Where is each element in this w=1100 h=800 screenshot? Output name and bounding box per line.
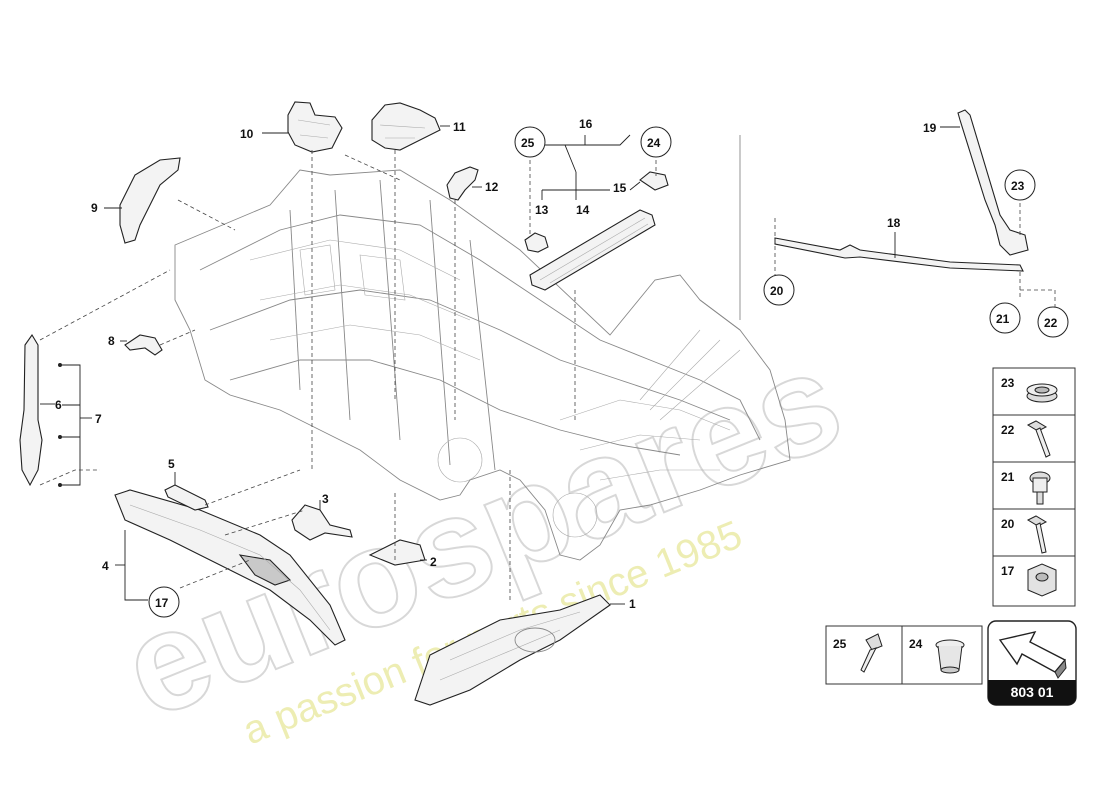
part-bracket-8: 8 bbox=[108, 334, 163, 356]
flange-bolt-icon bbox=[1029, 471, 1051, 505]
circled-callouts: 17 20 21 22 23 24 25 bbox=[148, 126, 1069, 618]
legend-label-17: 17 bbox=[1001, 564, 1015, 578]
callout-10: 10 bbox=[240, 127, 254, 141]
reference-code: 803 01 bbox=[1011, 684, 1054, 700]
legend-label-25: 25 bbox=[833, 637, 847, 651]
legend-row-20: 20 bbox=[1001, 515, 1048, 554]
part-mount-10: 10 bbox=[240, 101, 343, 153]
callout-25: 25 bbox=[521, 136, 535, 150]
callout-6: 6 bbox=[55, 398, 62, 412]
part-mount-11: 11 bbox=[371, 102, 466, 151]
callout-1: 1 bbox=[629, 597, 636, 611]
bolt-icon bbox=[1026, 420, 1051, 458]
callout-23: 23 bbox=[1011, 179, 1025, 193]
callout-20: 20 bbox=[770, 284, 784, 298]
legend-row-25: 25 bbox=[833, 633, 883, 673]
clip-nut-icon bbox=[1027, 563, 1057, 597]
callout-7: 7 bbox=[95, 412, 102, 426]
part-bracket-5: 5 bbox=[164, 457, 209, 511]
callout-17: 17 bbox=[155, 596, 169, 610]
callout-24: 24 bbox=[647, 136, 661, 150]
legend-row-17: 17 bbox=[1001, 563, 1057, 597]
callout-8: 8 bbox=[108, 334, 115, 348]
legend-label-24: 24 bbox=[909, 637, 923, 651]
legend-row-21: 21 bbox=[1001, 470, 1051, 505]
callout-14: 14 bbox=[576, 203, 590, 217]
legend-label-20: 20 bbox=[1001, 517, 1015, 531]
callout-22: 22 bbox=[1044, 316, 1058, 330]
callout-15: 15 bbox=[613, 181, 627, 195]
legend-row-23: 23 bbox=[1001, 376, 1058, 403]
legend-label-23: 23 bbox=[1001, 376, 1015, 390]
body-frame bbox=[174, 135, 791, 561]
part-bracket-3: 3 bbox=[291, 492, 353, 541]
callout-16: 16 bbox=[579, 117, 593, 131]
direction-arrow-icon bbox=[998, 630, 1067, 679]
part-strut-brace: 18 19 bbox=[774, 109, 1056, 310]
legend-label-22: 22 bbox=[1001, 423, 1015, 437]
rivet-screw-icon bbox=[860, 633, 883, 673]
part-pillar-reinforcement: 6 7 bbox=[19, 333, 102, 487]
callout-9: 9 bbox=[91, 201, 98, 215]
part-side-sill: 4 bbox=[102, 489, 346, 646]
fastener-legend: 23 22 21 20 bbox=[825, 367, 1076, 685]
legend-label-21: 21 bbox=[1001, 470, 1015, 484]
part-bracket-12: 12 bbox=[446, 166, 499, 201]
callout-11: 11 bbox=[453, 120, 466, 134]
screw-icon bbox=[1026, 515, 1048, 554]
callout-12: 12 bbox=[485, 180, 499, 194]
callout-3: 3 bbox=[322, 492, 329, 506]
assembly-leaders bbox=[39, 150, 657, 600]
callout-19: 19 bbox=[923, 121, 937, 135]
callout-2: 2 bbox=[430, 555, 437, 569]
reference-badge: 803 01 bbox=[987, 620, 1077, 706]
callout-21: 21 bbox=[996, 312, 1010, 326]
legend-row-24: 24 bbox=[909, 637, 965, 674]
legend-row-22: 22 bbox=[1001, 420, 1051, 458]
callout-18: 18 bbox=[887, 216, 901, 230]
part-floor-pan: 1 bbox=[414, 594, 636, 706]
part-wheel-arch-9: 9 bbox=[91, 157, 181, 244]
callout-4: 4 bbox=[102, 559, 109, 573]
callout-13: 13 bbox=[535, 203, 549, 217]
callout-5: 5 bbox=[168, 457, 175, 471]
grommet-icon bbox=[1026, 383, 1058, 403]
plug-cap-icon bbox=[935, 639, 965, 674]
part-cross-member: 13 14 15 16 bbox=[524, 117, 669, 291]
